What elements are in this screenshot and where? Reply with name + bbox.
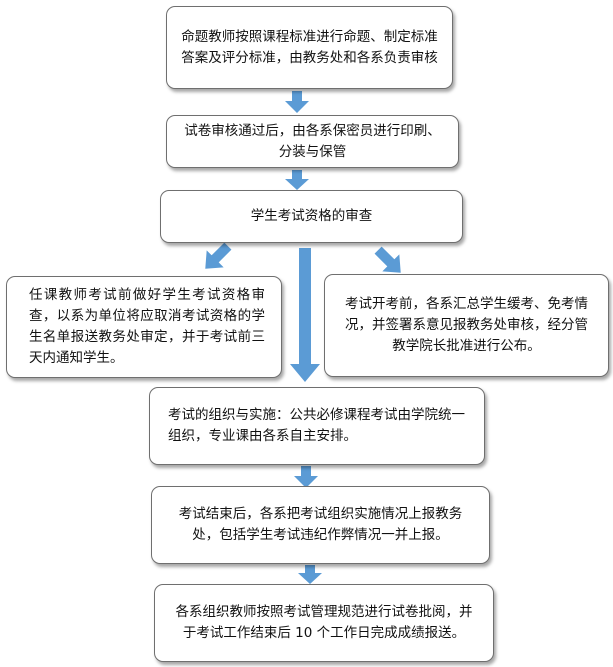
step-text-deferred-exam: 考试开考前，各系汇总学生缓考、免考情况，并签署系意见报教务处审核，经分管教学院长…	[345, 296, 588, 354]
step-text-exam-organization: 考试的组织与实施：公共必修课程考试由学院统一组织，专业课由各系自主安排。	[168, 407, 465, 444]
step-box-grading: 各系组织教师按照考试管理规范进行试卷批阅，并于考试工作结束后 10 个工作日完成…	[154, 584, 494, 662]
step-box-printing: 试卷审核通过后，由各系保密员进行印刷、分装与保管	[166, 115, 459, 168]
arrow-down-4	[298, 565, 322, 584]
step-text-printing: 试卷审核通过后，由各系保密员进行印刷、分装与保管	[184, 122, 441, 160]
arrow-down-2	[285, 170, 309, 190]
arrow-down-3	[294, 466, 318, 488]
step-box-teacher-review: 任课教师考试前做好学生考试资格审查，以系为单位将应取消考试资格的学生名单报送教务…	[6, 276, 282, 378]
arrow-down-1	[285, 91, 309, 113]
step-text-grading: 各系组织教师按照考试管理规范进行试卷批阅，并于考试工作结束后 10 个工作日完成…	[175, 604, 473, 641]
step-box-report: 考试结束后，各系把考试组织实施情况上报教务处，包括学生考试违纪作弊情况一并上报。	[151, 486, 490, 564]
step-text-eligibility-review: 学生考试资格的审查	[250, 208, 373, 224]
arrow-down-center	[290, 248, 320, 382]
step-text-exam-setting: 命题教师按照课程标准进行命题、制定标准答案及评分标准，由教务处和各系负责审核	[181, 28, 438, 66]
arrow-diag-right	[374, 246, 401, 273]
step-box-exam-organization: 考试的组织与实施：公共必修课程考试由学院统一组织，专业课由各系自主安排。	[149, 387, 485, 465]
step-box-deferred-exam: 考试开考前，各系汇总学生缓考、免考情况，并签署系意见报教务处审核，经分管教学院长…	[324, 274, 609, 377]
arrow-diag-left	[205, 242, 232, 269]
step-box-exam-setting: 命题教师按照课程标准进行命题、制定标准答案及评分标准，由教务处和各系负责审核	[166, 6, 453, 89]
step-text-report: 考试结束后，各系把考试组织实施情况上报教务处，包括学生考试违纪作弊情况一并上报。	[178, 506, 463, 543]
step-text-teacher-review: 任课教师考试前做好学生考试资格审查，以系为单位将应取消考试资格的学生名单报送教务…	[29, 287, 265, 366]
step-box-eligibility-review: 学生考试资格的审查	[160, 190, 463, 243]
